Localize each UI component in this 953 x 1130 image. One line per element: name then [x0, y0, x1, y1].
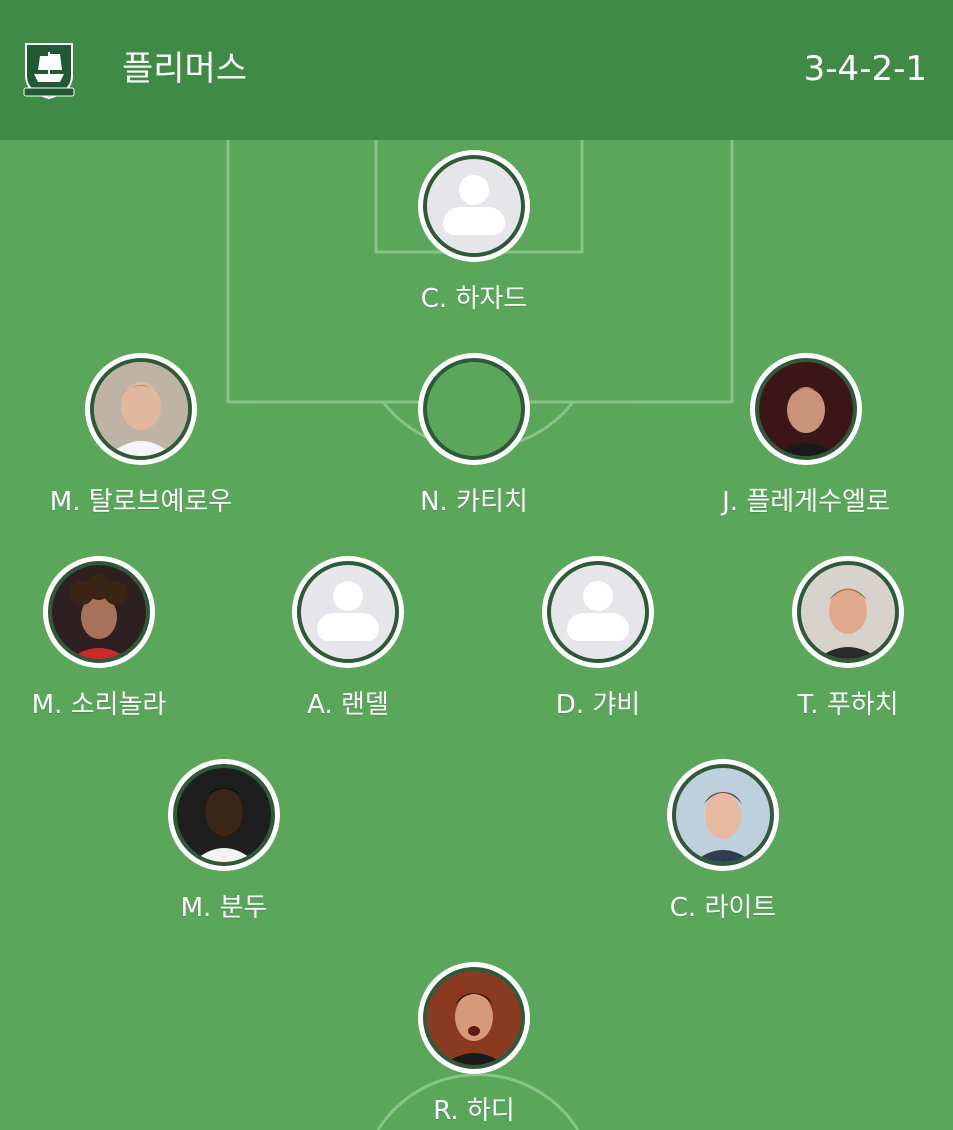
player-avatar	[792, 556, 904, 668]
team-header: 플리머스 3-4-2-1	[0, 0, 953, 140]
player-card[interactable]: R. 하디	[354, 962, 594, 1126]
player-avatar	[418, 962, 530, 1074]
player-avatar	[85, 353, 197, 465]
avatar-empty	[423, 358, 525, 460]
player-name: M. 분두	[180, 893, 268, 923]
player-card[interactable]: D. 갸비	[478, 556, 718, 720]
formation-label: 3-4-2-1	[803, 49, 927, 89]
team-name: 플리머스	[122, 49, 248, 89]
avatar-placeholder-icon	[297, 561, 399, 663]
player-photo	[797, 561, 899, 663]
player-avatar	[292, 556, 404, 668]
player-name: M. 탈로브예로우	[49, 487, 233, 517]
player-card[interactable]: M. 탈로브예로우	[21, 353, 261, 517]
player-card[interactable]: M. 소리놀라	[0, 556, 219, 720]
player-name: C. 라이트	[669, 893, 777, 923]
player-avatar	[418, 353, 530, 465]
player-name: J. 플레게수엘로	[722, 487, 890, 517]
player-name: T. 푸하치	[797, 690, 899, 720]
player-name: R. 하디	[433, 1096, 515, 1126]
player-photo	[90, 358, 192, 460]
player-card[interactable]: M. 분두	[104, 759, 344, 923]
avatar-placeholder-icon	[423, 155, 525, 257]
player-photo	[755, 358, 857, 460]
player-photo	[173, 764, 275, 866]
player-name: A. 랜델	[307, 690, 389, 720]
player-card[interactable]: A. 랜델	[228, 556, 468, 720]
player-name: D. 갸비	[555, 690, 641, 720]
club-crest-icon	[18, 40, 80, 102]
player-avatar	[43, 556, 155, 668]
player-avatar	[667, 759, 779, 871]
player-card[interactable]: N. 카티치	[354, 353, 594, 517]
player-avatar	[750, 353, 862, 465]
player-card[interactable]: J. 플레게수엘로	[686, 353, 926, 517]
player-photo	[672, 764, 774, 866]
avatar-placeholder-icon	[547, 561, 649, 663]
player-avatar	[542, 556, 654, 668]
player-name: N. 카티치	[420, 487, 528, 517]
player-photo	[48, 561, 150, 663]
player-card[interactable]: C. 라이트	[603, 759, 843, 923]
player-name: M. 소리놀라	[31, 690, 167, 720]
player-card[interactable]: C. 하자드	[354, 150, 594, 314]
player-avatar	[168, 759, 280, 871]
player-card[interactable]: T. 푸하치	[728, 556, 953, 720]
player-avatar	[418, 150, 530, 262]
player-name: C. 하자드	[420, 284, 528, 314]
player-photo	[423, 967, 525, 1069]
